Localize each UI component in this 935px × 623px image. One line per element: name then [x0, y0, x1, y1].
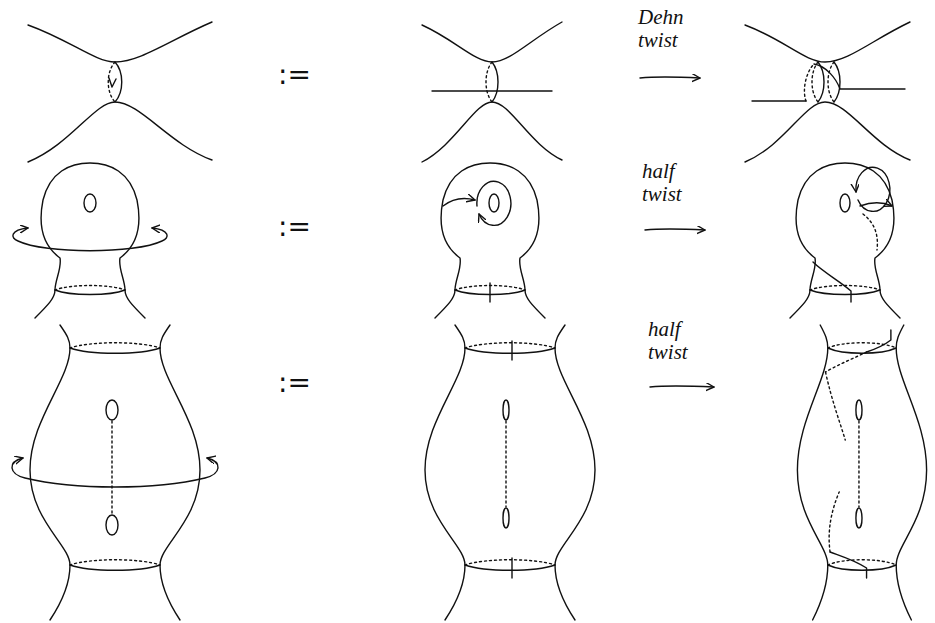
hole [840, 194, 850, 212]
hole [856, 508, 862, 528]
handle-with-rotation [13, 163, 167, 318]
surface-outline [435, 163, 545, 318]
arc-end [489, 283, 490, 302]
boundary-curve-back [465, 560, 555, 565]
boundary-curve [70, 348, 160, 353]
crossing-arc [432, 90, 552, 91]
two-handles-with-rotation [12, 325, 218, 620]
surface-outline [790, 163, 900, 318]
boundary-curve-back [465, 343, 555, 348]
twisted-arc-back [829, 492, 839, 552]
hole [84, 194, 96, 212]
twist-curve [492, 62, 498, 102]
surface-edge [28, 22, 212, 62]
axis [505, 421, 506, 507]
hole [489, 194, 499, 212]
twisted-arc [830, 552, 866, 578]
twisted-arc-back [826, 372, 846, 440]
neck-with-oriented-curve [28, 22, 212, 162]
surface-edge [422, 22, 562, 62]
boundary-curve [55, 290, 125, 295]
twisted-arc [813, 262, 851, 302]
twisted-arc [867, 330, 891, 352]
oriented-arc [860, 203, 892, 206]
definition-sign: := [278, 368, 311, 399]
operation-label: half twist [642, 160, 708, 206]
hole [503, 400, 509, 420]
boundary-curve [70, 565, 160, 570]
map-arrow [645, 229, 705, 230]
boundary-curve-back [55, 286, 125, 291]
twisted-arc [814, 64, 905, 89]
surface-edge [745, 102, 910, 162]
surface-edge [28, 102, 212, 162]
two-handles-with-arcs [425, 325, 595, 620]
surface-outline [160, 325, 200, 620]
two-handles-after-half-twist [797, 325, 926, 620]
neck-with-arc [422, 22, 562, 162]
boundary-curve-back [828, 560, 896, 565]
surface-outline [35, 163, 145, 318]
twisted-arc [752, 100, 806, 101]
hole [106, 400, 118, 420]
handle-with-arcs [435, 163, 545, 318]
operation-label: half twist [648, 318, 714, 364]
hole [856, 400, 862, 420]
axis [858, 421, 859, 507]
boundary-curve [465, 348, 555, 353]
twist-curve-back [108, 62, 115, 102]
twist-curve-back [812, 62, 818, 102]
boundary-curve-back [70, 560, 160, 565]
twist-curve-back [486, 62, 492, 102]
arc-end [511, 341, 512, 360]
surface-outline [425, 325, 465, 620]
hole [106, 515, 118, 535]
twisted-arc-back [804, 64, 814, 101]
oriented-arc [443, 199, 475, 206]
boundary-curve [465, 565, 555, 570]
definition-sign: := [278, 212, 311, 243]
oriented-loop [477, 181, 511, 225]
orientation-arrow [109, 78, 116, 87]
map-arrow [650, 386, 714, 387]
hole [503, 508, 509, 528]
arc-end [511, 558, 512, 578]
twisted-arc-back [826, 352, 867, 372]
neck-after-dehn-twist [745, 22, 910, 162]
surface-edge [422, 102, 562, 162]
map-arrow [640, 77, 700, 78]
twisted-arc-back [863, 214, 877, 250]
surface-outline [30, 325, 70, 620]
boundary-curve [828, 348, 896, 353]
rotation-arrow [12, 458, 218, 487]
surface-edge [745, 22, 910, 62]
surface-outline [555, 325, 595, 620]
oriented-loop [856, 167, 890, 211]
axis [111, 421, 112, 514]
operation-label: Dehn twist [638, 6, 704, 52]
twist-curve-back [828, 62, 834, 102]
handle-after-half-twist [790, 163, 900, 318]
boundary-curve [810, 290, 880, 295]
surface-outline [797, 325, 827, 620]
surface-outline [896, 325, 926, 620]
twist-curve [115, 62, 122, 102]
boundary-curve-back [70, 343, 160, 348]
definition-sign: := [278, 60, 311, 91]
rotation-arrow [13, 228, 167, 251]
